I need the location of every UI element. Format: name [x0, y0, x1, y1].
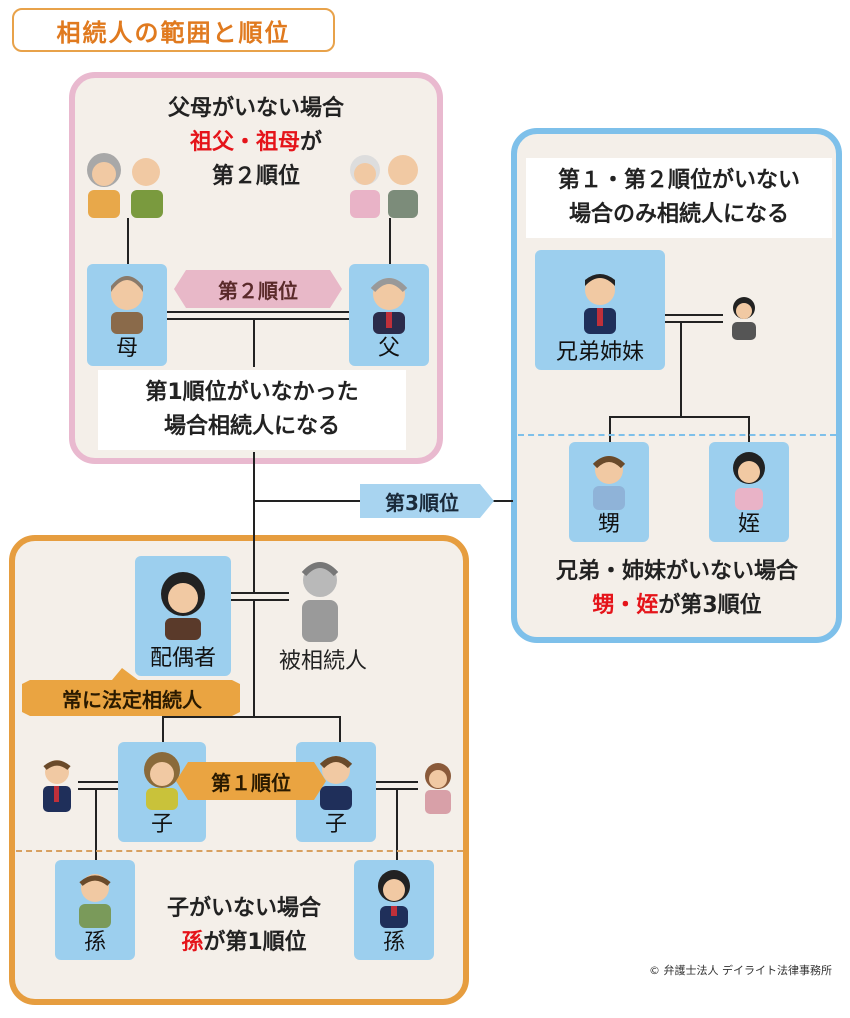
father-icon	[370, 278, 408, 334]
grandfather-icon	[131, 158, 163, 218]
child-woman-icon	[144, 752, 180, 810]
father-label: 父	[377, 336, 400, 361]
first-rank-tag: 第１順位	[211, 770, 291, 795]
third-rank-header-line1: 第１・第２順位がいない	[557, 168, 800, 193]
second-rank-tag: 第２順位	[218, 278, 298, 303]
page-title: 相続人の範囲と順位	[12, 8, 335, 52]
spouse-icon	[161, 572, 205, 640]
grandchild2-box: 孫	[354, 860, 434, 960]
grandparents-text: 祖父・祖母	[189, 130, 300, 155]
second-rank-header: 父母がいない場合 祖父・祖母が 第２順位	[100, 92, 412, 194]
mother-label: 母	[115, 336, 138, 361]
grandchild-text: 孫	[181, 930, 204, 955]
grandmother-icon	[350, 155, 380, 218]
grandchild2-label: 孫	[382, 930, 405, 955]
sibling-man-icon	[584, 274, 616, 334]
grandfather-icon	[388, 155, 418, 218]
second-rank-footer-line1: 第1順位がいなかった	[145, 380, 359, 405]
third-rank-tag: 第3順位	[385, 490, 459, 515]
mother-box: 母	[87, 264, 167, 366]
spouse-box: 配偶者	[135, 556, 231, 676]
copyright: © 弁護士法人 デイライト法律事務所	[649, 964, 832, 977]
grandparents-suffix: が	[300, 130, 323, 155]
second-rank-header-line1: 父母がいない場合	[167, 96, 344, 121]
third-rank-footer-line1: 兄弟・姉妹がいない場合	[555, 559, 798, 584]
grandchild-boy-icon	[79, 874, 111, 928]
first-rank-footer-line2: 孫が第1順位	[136, 926, 352, 960]
nephew-niece-text: 甥・姪	[592, 593, 659, 618]
third-rank-header-line2: 場合のみ相続人になる	[568, 202, 789, 227]
third-rank-tag-shape	[360, 484, 494, 518]
niece-label: 姪	[737, 512, 760, 537]
grandchild1-box: 孫	[55, 860, 135, 960]
second-rank-tag-shape	[174, 270, 342, 308]
child2-label: 子	[324, 812, 347, 837]
niece-box: 姪	[709, 442, 789, 542]
first-rank-tag-shape	[176, 762, 326, 800]
grandmother-icon	[87, 153, 121, 218]
third-rank-footer: 兄弟・姉妹がいない場合 甥・姪が第3順位	[518, 555, 836, 623]
siblings-label: 兄弟姉妹	[555, 340, 644, 365]
nephew-box: 甥	[569, 442, 649, 542]
third-rank-header: 第１・第２順位がいない 場合のみ相続人になる	[526, 158, 832, 238]
child-man-icon	[319, 756, 353, 810]
grandchild-girl-icon	[378, 870, 410, 928]
in-law-woman-icon	[425, 763, 451, 814]
mother-icon	[111, 276, 143, 334]
second-rank-header-line2: 祖父・祖母が	[100, 126, 412, 160]
in-law-man-icon	[43, 760, 71, 812]
nephew-label: 甥	[597, 512, 620, 537]
sibling-in-law-icon	[732, 297, 756, 340]
second-rank-header-line3: 第２順位	[211, 164, 300, 189]
spouse-tag: 常に法定相続人	[62, 687, 202, 712]
second-rank-footer-line2: 場合相続人になる	[163, 414, 340, 439]
deceased-label: 被相続人	[278, 649, 367, 674]
nephew-icon	[592, 456, 626, 510]
second-rank-footer: 第1順位がいなかった 場合相続人になる	[98, 370, 406, 450]
third-rank-footer-line2: 甥・姪が第3順位	[518, 589, 836, 623]
spouse-label: 配偶者	[149, 646, 216, 671]
grandparents-paternal-icon	[350, 155, 418, 218]
father-box: 父	[349, 264, 429, 366]
child1-label: 子	[150, 812, 173, 837]
deceased-icon	[301, 562, 339, 642]
niece-icon	[733, 452, 765, 510]
spouse-tag-shape	[22, 668, 240, 716]
grandchild1-label: 孫	[83, 930, 106, 955]
grandchild-suffix: が第1順位	[203, 930, 307, 955]
nephew-niece-suffix: が第3順位	[658, 593, 762, 618]
siblings-box: 兄弟姉妹	[535, 250, 665, 370]
first-rank-footer-line1: 子がいない場合	[166, 896, 321, 921]
grandparents-maternal-icon	[87, 153, 163, 218]
first-rank-footer: 子がいない場合 孫が第1順位	[136, 892, 352, 960]
